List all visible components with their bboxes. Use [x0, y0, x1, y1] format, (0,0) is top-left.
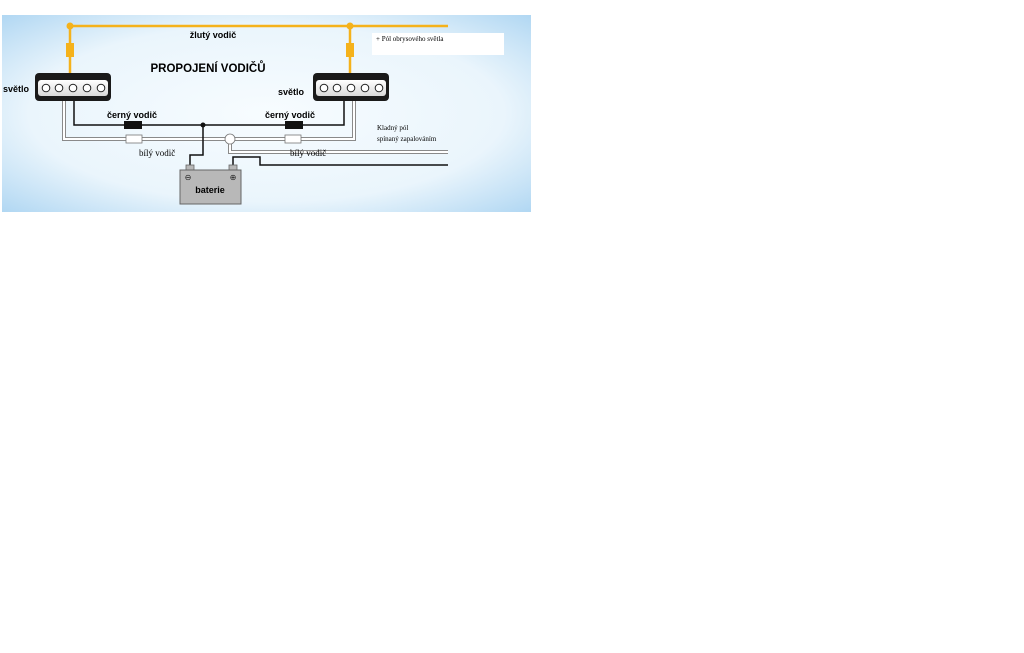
diagram-title: PROPOJENÍ VODIČŮ: [150, 61, 265, 75]
light-right-label: světlo: [278, 87, 305, 97]
black-wire-right-label: černý vodič: [265, 110, 315, 120]
white-wire: [62, 101, 448, 154]
white-wire-right-label: bílý vodič: [290, 148, 326, 158]
black-wire-left-label: černý vodič: [107, 110, 157, 120]
battery-minus-icon: ⊖: [185, 173, 192, 182]
light-left-label: světlo: [3, 84, 30, 94]
black-connector-left: [124, 121, 142, 129]
ignition-positive-label-line2: spínaný zapalováním: [377, 135, 437, 143]
yellow-wire-junction-left: [66, 22, 74, 30]
outline-light-positive-label: + Pól obrysového světla: [376, 35, 444, 43]
yellow-connector-left: [66, 43, 74, 57]
black-connector-right: [285, 121, 303, 129]
yellow-wire-label: žlutý vodič: [190, 30, 237, 40]
black-wire-junction: [200, 122, 206, 128]
outline-light-note-box: [372, 33, 504, 55]
battery: [179, 164, 242, 205]
wiring-diagram-canvas: žlutý vodič PROPOJENÍ VODIČŮ světlo svět…: [2, 15, 531, 212]
white-wire-junction: [224, 133, 236, 145]
white-connector-right: [284, 134, 302, 144]
wiring-diagram: žlutý vodič PROPOJENÍ VODIČŮ světlo svět…: [2, 15, 531, 212]
white-connector-left: [125, 134, 143, 144]
light-right: [313, 73, 389, 101]
white-wire-left-label: bílý vodič: [139, 148, 175, 158]
battery-plus-icon: ⊕: [230, 173, 237, 182]
battery-label: baterie: [195, 185, 225, 195]
black-wire: [73, 101, 448, 166]
yellow-wire-junction-right: [346, 22, 354, 30]
ignition-positive-label-line1: Kladný pól: [377, 124, 408, 132]
yellow-connector-right: [346, 43, 354, 57]
light-left: [35, 73, 111, 101]
